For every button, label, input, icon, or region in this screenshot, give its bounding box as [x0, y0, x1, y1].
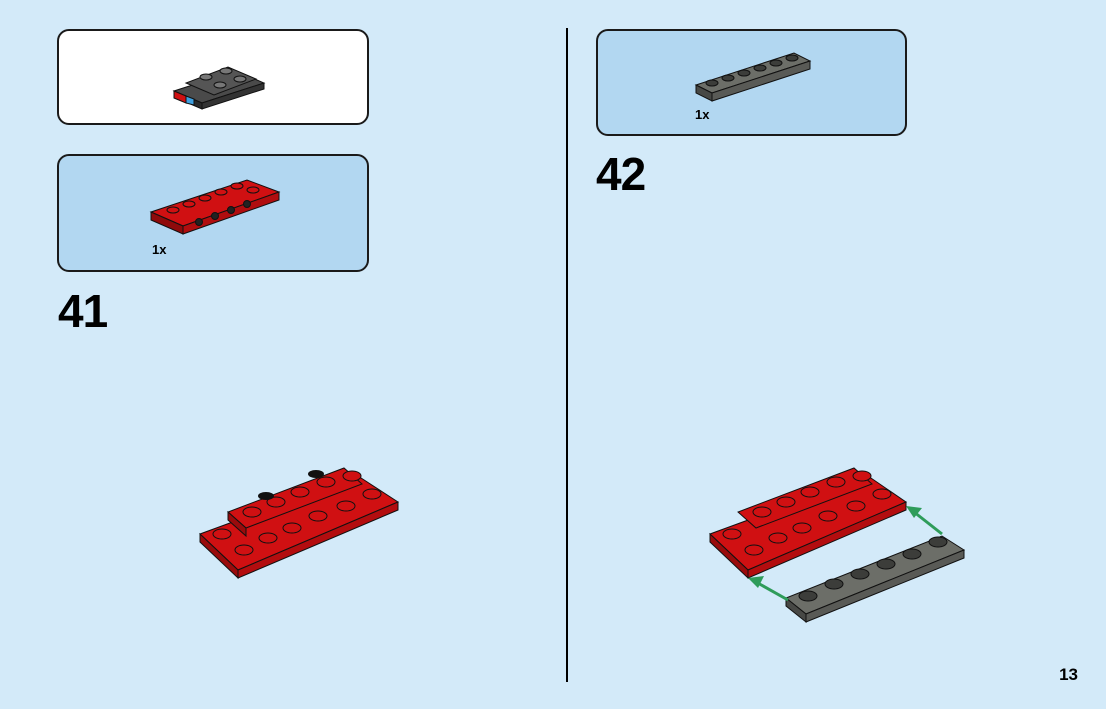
grey-plate-icon: [694, 52, 812, 102]
step-42-assembly-icon: [709, 467, 966, 624]
step-41-assembly-icon: [199, 467, 400, 580]
part-quantity: 1x: [152, 242, 167, 257]
red-plate-icon: [149, 179, 281, 235]
step-number: 41: [58, 285, 108, 337]
step-number: 42: [596, 148, 646, 200]
page-divider: [566, 28, 568, 682]
submodel-preview-icon: [172, 66, 266, 110]
page-number: 13: [1059, 665, 1078, 684]
part-quantity: 1x: [695, 107, 710, 122]
parts-callout-step-41: 1x: [57, 154, 369, 272]
parts-callout-step-42: 1x: [596, 29, 907, 136]
submodel-preview-box: [57, 29, 369, 125]
green-arrow-icon: [748, 506, 943, 602]
